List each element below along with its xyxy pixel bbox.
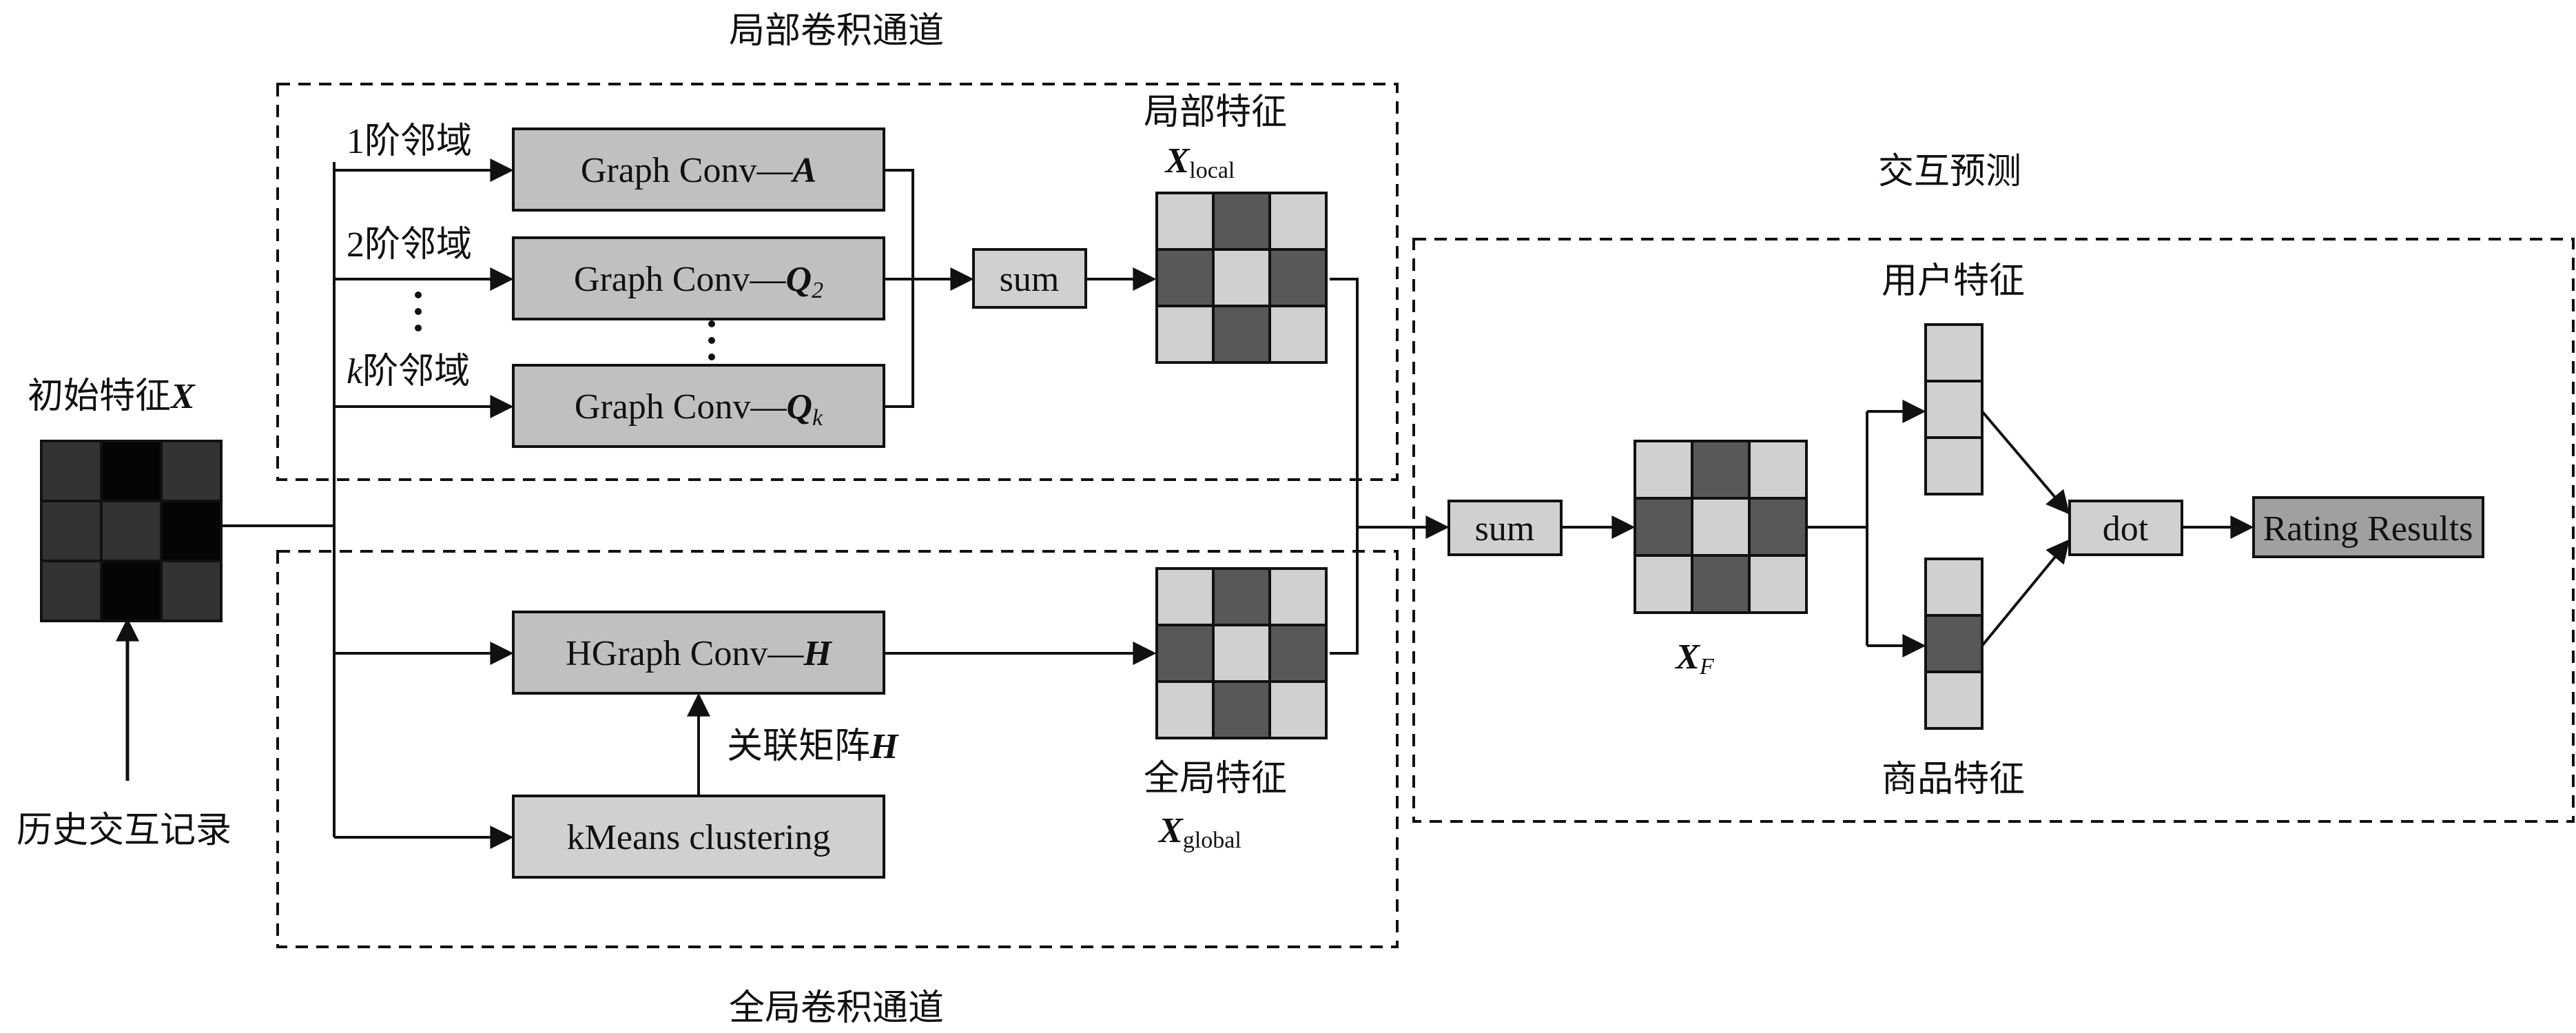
global-matrix-cell (1155, 567, 1215, 626)
interaction-region (1412, 238, 2575, 823)
global-feature-symbol: Xglobal (1157, 811, 1241, 853)
global-matrix-cell (1155, 624, 1215, 683)
local-matrix-cell (1155, 305, 1215, 364)
local-matrix-cell (1212, 192, 1271, 251)
graph-conv-q2-box (512, 236, 885, 320)
local-matrix-cell (1268, 248, 1328, 307)
input-matrix-cell (100, 500, 163, 562)
fusion-merge-bracket (1330, 278, 1359, 655)
local-matrix-cell (1268, 305, 1328, 364)
local-matrix-cell (1212, 305, 1271, 364)
input-matrix-cell (160, 440, 223, 502)
graph-conv-a-box (512, 127, 885, 212)
user-to-dot-arrow (1981, 410, 2070, 515)
local-channel-region (276, 83, 1399, 481)
input-matrix-cell (100, 560, 163, 622)
user-vector-cell (1924, 380, 1983, 439)
local-matrix-cell (1212, 248, 1271, 307)
fused-matrix-cell (1748, 440, 1808, 500)
local-matrix-cell (1155, 192, 1215, 251)
interaction-title: 交互预测 (1878, 152, 2021, 192)
input-feature-label: 初始特征X (28, 377, 196, 416)
item-feature-vector (1924, 558, 1983, 730)
incidence-matrix-label: 关联矩阵H (727, 727, 899, 766)
local-feature-label: 局部特征 (1144, 93, 1287, 132)
input-matrix-cell (100, 440, 163, 502)
dot-label: dot (2103, 509, 2149, 549)
neighborhood-2-label: 2阶邻域 (347, 225, 472, 265)
local-matrix-cell (1155, 248, 1215, 307)
local-sum-label: sum (1000, 260, 1060, 299)
input-matrix-cell (40, 560, 103, 622)
conv-ellipsis (708, 320, 715, 360)
fused-matrix-cell (1634, 497, 1693, 557)
global-matrix-cell (1268, 680, 1328, 739)
local-sum-box (972, 248, 1087, 309)
item-vector-cell (1924, 558, 1983, 617)
global-matrix-cell (1155, 680, 1215, 739)
fused-matrix-cell (1691, 554, 1751, 614)
fused-matrix-cell (1748, 554, 1808, 614)
hgraph-conv-box (512, 611, 885, 695)
input-matrix-cell (40, 440, 103, 502)
global-feature-matrix (1155, 567, 1328, 739)
item-vector-cell (1924, 671, 1983, 730)
input-matrix-cell (160, 500, 223, 562)
input-feature-matrix (40, 440, 223, 622)
fused-matrix-cell (1748, 497, 1808, 557)
input-matrix-cell (40, 500, 103, 562)
neighborhood-k-label: k阶邻域 (347, 352, 470, 391)
global-matrix-cell (1212, 567, 1271, 626)
rating-results-label: Rating Results (2263, 509, 2473, 549)
user-feature-label: 用户特征 (1882, 262, 2025, 301)
local-matrix-cell (1268, 192, 1328, 251)
neighborhood-1-label: 1阶邻域 (347, 122, 472, 161)
hgraph-conv-label: HGraph Conv—H (566, 634, 832, 673)
global-matrix-cell (1212, 624, 1271, 683)
user-feature-vector (1924, 323, 1983, 495)
global-channel-title: 全局卷积通道 (729, 989, 944, 1028)
neighborhood-ellipsis (415, 292, 422, 331)
user-vector-cell (1924, 323, 1983, 382)
fusion-sum-label: sum (1475, 509, 1535, 549)
fused-feature-matrix (1634, 440, 1808, 614)
kmeans-label: kMeans clustering (567, 818, 831, 857)
fused-matrix-cell (1691, 497, 1751, 557)
input-matrix-cell (160, 560, 223, 622)
global-feature-label: 全局特征 (1144, 759, 1287, 799)
item-to-dot-arrow (1981, 539, 2070, 647)
fused-matrix-cell (1691, 440, 1751, 500)
history-label: 历史交互记录 (17, 811, 231, 850)
graph-conv-qk-label: Graph Conv—Qk (575, 387, 823, 431)
fused-matrix-cell (1634, 440, 1693, 500)
rating-results-box (2252, 496, 2484, 558)
global-matrix-cell (1212, 680, 1271, 739)
user-vector-cell (1924, 436, 1983, 495)
local-feature-matrix (1155, 192, 1328, 364)
graph-conv-a-label: Graph Conv—A (581, 151, 816, 190)
global-matrix-cell (1268, 624, 1328, 683)
graph-conv-q2-label: Graph Conv—Q2 (574, 260, 823, 303)
global-channel-region (276, 550, 1399, 948)
local-feature-symbol: Xlocal (1164, 141, 1235, 183)
item-feature-label: 商品特征 (1882, 760, 2025, 799)
dot-box (2068, 500, 2183, 556)
local-channel-title: 局部卷积通道 (729, 12, 944, 51)
fused-feature-symbol: XF (1674, 637, 1715, 679)
item-vector-cell (1924, 614, 1983, 673)
fused-matrix-cell (1634, 554, 1693, 614)
global-matrix-cell (1268, 567, 1328, 626)
local-merge-bracket (884, 169, 914, 408)
